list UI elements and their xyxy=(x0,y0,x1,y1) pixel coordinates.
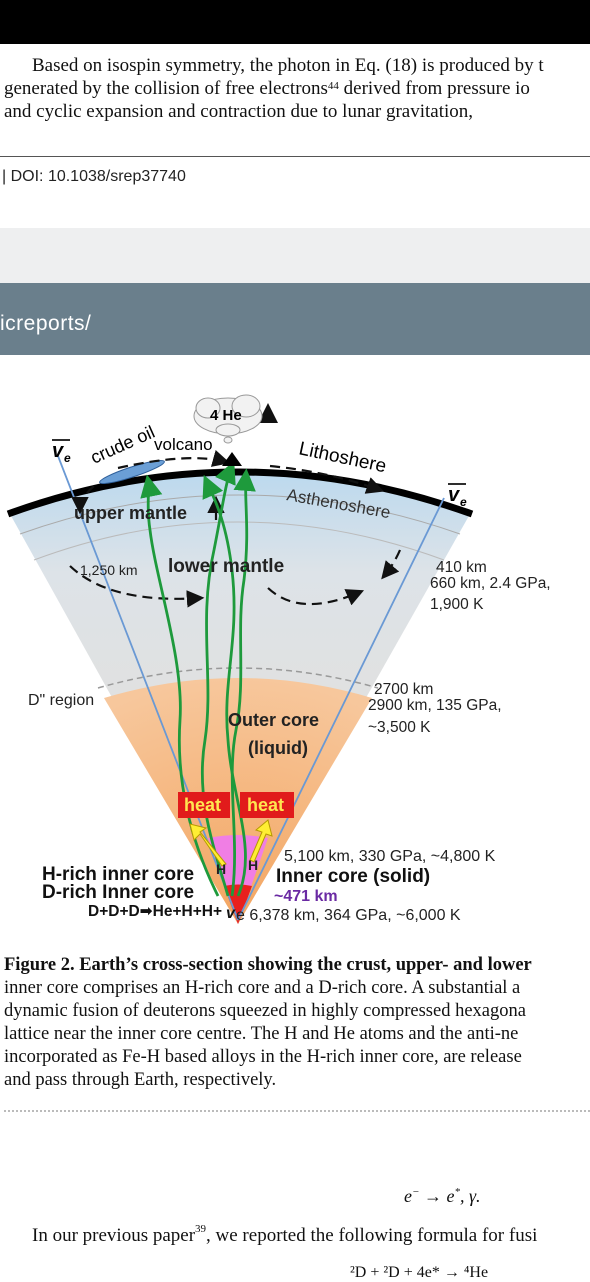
caption-title: Figure 2. Earth’s cross-section showing … xyxy=(4,955,532,975)
crude-oil-label: crude oil xyxy=(87,422,157,468)
caption-line-5: incorporated as Fe-H based alloys in the… xyxy=(4,1047,522,1067)
km471-label: ~471 km xyxy=(274,888,338,905)
neutrino-path-right xyxy=(237,497,445,921)
divider xyxy=(0,156,590,157)
label-1900: 1,900 K xyxy=(430,596,484,613)
label-2700: 2700 km xyxy=(374,681,433,698)
upper-mantle-label: upper mantle xyxy=(74,503,187,523)
last-paragraph: In our previous paper39, we reported the… xyxy=(32,1223,538,1246)
d-region-label: D" region xyxy=(28,692,94,709)
helium-cloud xyxy=(193,394,263,444)
caption-line-6: and pass through Earth, respectively. xyxy=(4,1070,277,1090)
label-2900: 2900 km, 135 GPa, xyxy=(368,697,502,714)
crude-oil-pocket xyxy=(99,459,165,485)
paragraph-line-2: generated by the collision of free elect… xyxy=(4,78,530,99)
paragraph-line-3: and cyclic expansion and contraction due… xyxy=(4,101,474,122)
plume-path xyxy=(140,474,220,897)
heat-box-right xyxy=(240,792,294,818)
he-label: 4 He xyxy=(210,407,242,424)
convection-arrow xyxy=(71,485,95,515)
equation: e− → e*, γ. xyxy=(404,1186,481,1206)
label-660: 660 km, 2.4 GPa, xyxy=(430,575,551,592)
label-6378: e 6,378 km, 364 GPa, ~6,000 K xyxy=(236,907,461,924)
doi-label[interactable]: | DOI: 10.1038/srep37740 xyxy=(2,168,186,185)
reference-39[interactable]: 39 xyxy=(195,1223,207,1235)
neutrino-symbol-left: v e xyxy=(52,439,71,465)
lower-mantle-label: lower mantle xyxy=(168,556,284,577)
convection-arrow xyxy=(267,587,365,606)
h-label-right: H xyxy=(248,857,258,873)
heat-box-left xyxy=(178,792,230,818)
plume-path xyxy=(230,468,256,897)
svg-text:v: v xyxy=(52,440,65,462)
d-region-boundary xyxy=(97,667,379,689)
label-5100: 5,100 km, 330 GPa, ~4,800 K xyxy=(284,848,496,865)
yellow-heat-arrow xyxy=(249,819,273,863)
svg-text:v: v xyxy=(448,484,461,506)
caption-line-2: inner core comprises an H-rich core and … xyxy=(4,978,521,998)
d-rich-label: D-rich Inner core xyxy=(42,882,194,903)
nu-small: v xyxy=(226,905,236,922)
earth-cross-section-figure: 4 He v e v e crude oil volcano Lithosher… xyxy=(6,394,551,924)
volcano-icon xyxy=(222,452,242,466)
plume-path xyxy=(202,474,247,897)
inner-core-label: Inner core (solid) xyxy=(276,866,430,887)
top-black-bar xyxy=(0,0,590,44)
convection-arrow xyxy=(381,549,402,580)
svg-text:e: e xyxy=(64,451,71,465)
plume-path xyxy=(200,460,236,897)
journal-banner xyxy=(0,283,590,355)
caption-line-3: dynamic fusion of deuterons squeezed in … xyxy=(4,1001,526,1021)
convection-arrow xyxy=(69,565,205,608)
label-3500: ~3,500 K xyxy=(368,719,431,736)
neutrino-symbol-right: v e xyxy=(448,483,467,509)
paragraph-line-1: Based on isospin symmetry, the photon in… xyxy=(32,55,544,76)
heat-label-right: heat xyxy=(247,795,284,815)
label-410: 410 km xyxy=(436,559,487,576)
svg-text:e: e xyxy=(460,495,467,509)
volcano-label: volcano xyxy=(154,435,213,454)
equation-2: ²D + ²D + 4e* → ⁴He xyxy=(350,1264,489,1281)
heat-label-left: heat xyxy=(184,795,221,815)
reference-44[interactable]: 44 xyxy=(327,80,339,92)
depth-1250-label: 1,250 km xyxy=(80,562,138,578)
yellow-heat-arrow xyxy=(189,823,227,867)
convection-arrow xyxy=(117,449,231,470)
caption-line-4: lattice near the inner core centre. The … xyxy=(4,1024,519,1044)
banner-text: icreports/ xyxy=(0,312,92,335)
outer-core-label: Outer core xyxy=(228,710,319,730)
convection-arrow xyxy=(269,464,385,494)
reaction-label: D+D+D➡He+H+H+ xyxy=(88,903,222,920)
gray-band xyxy=(0,228,590,283)
h-rich-label: H-rich inner core xyxy=(42,864,194,885)
dotted-divider xyxy=(4,1110,590,1112)
outer-core-liquid-label: (liquid) xyxy=(248,738,308,758)
h-label-left: H xyxy=(216,861,226,877)
